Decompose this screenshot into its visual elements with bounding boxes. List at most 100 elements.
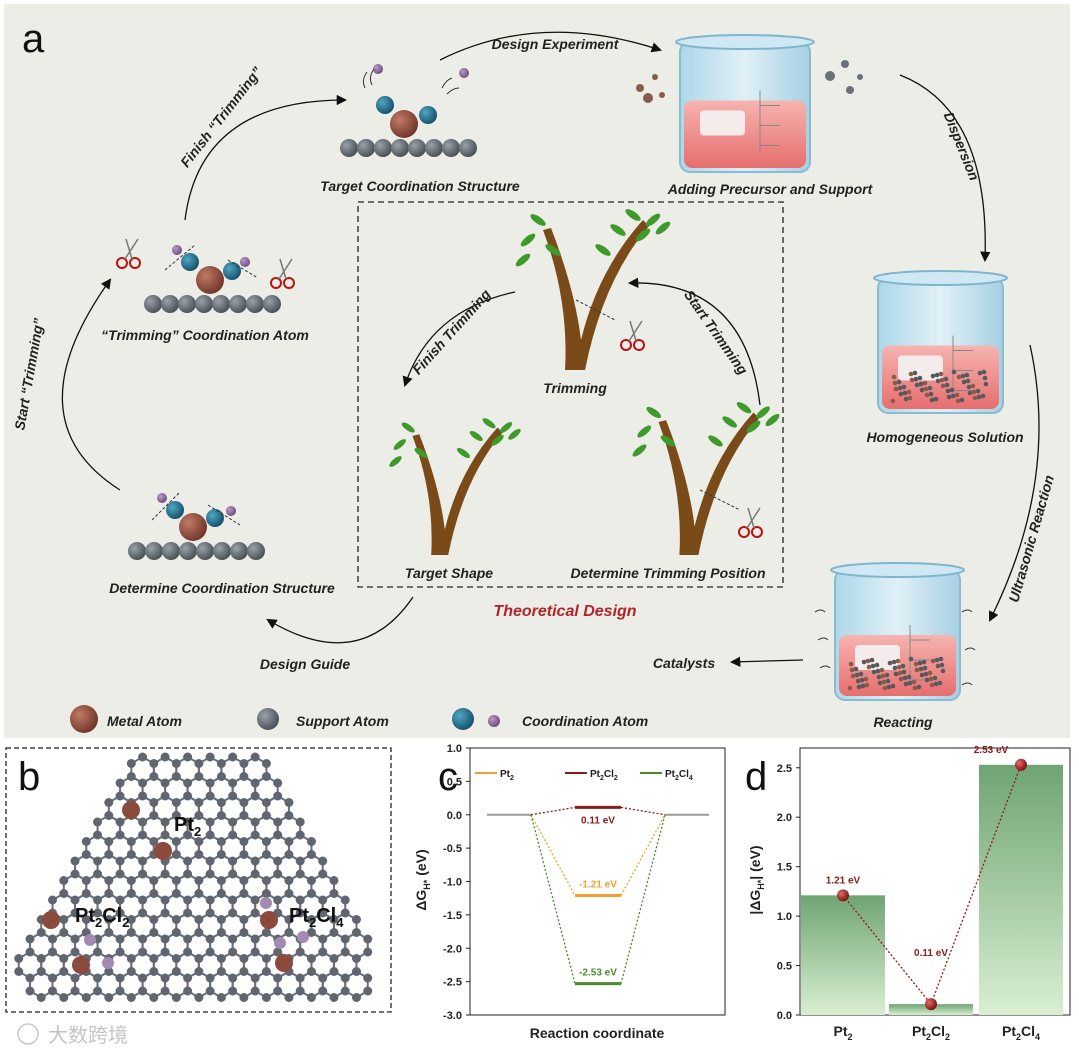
carbon-atom xyxy=(115,973,125,983)
carbon-atom xyxy=(183,973,193,983)
tree-leaf xyxy=(414,447,428,459)
carbon-atom xyxy=(284,915,294,924)
support-atom xyxy=(229,295,247,313)
carbon-atom xyxy=(273,869,283,879)
carbon-atom xyxy=(239,837,249,846)
dispersed-particle xyxy=(939,377,945,383)
carbon-atom xyxy=(48,973,58,983)
carbon-atom xyxy=(205,947,215,957)
dispersed-particle xyxy=(908,371,914,377)
tree-leaf xyxy=(655,221,671,235)
chart-c-value-label: 0.11 eV xyxy=(581,815,615,826)
carbon-atom xyxy=(216,837,226,846)
label-target-structure: Target Coordination Structure xyxy=(320,178,520,194)
carbon-atom xyxy=(81,915,91,924)
dispersed-particle xyxy=(855,678,861,684)
scale-marks xyxy=(909,625,930,681)
carbon-atom xyxy=(183,856,193,866)
dispersed-particle xyxy=(959,397,965,403)
dispersed-particle xyxy=(927,670,933,676)
cl-atom xyxy=(274,937,286,949)
arrow-start-trimming xyxy=(61,278,121,491)
carbon-atom xyxy=(340,908,350,918)
carbon-atom xyxy=(171,993,181,1002)
chart-c-connector xyxy=(530,814,576,984)
chart-c-connector xyxy=(620,814,666,984)
carbon-atom xyxy=(318,908,328,918)
carbon-atom xyxy=(160,778,170,788)
carbon-atom xyxy=(25,934,35,944)
support-atom xyxy=(178,295,196,313)
carbon-atom xyxy=(70,908,80,918)
carbon-atom xyxy=(149,798,159,807)
carbon-atom xyxy=(228,973,238,983)
carbon-atom xyxy=(194,811,204,820)
label-start-trimming-outer: Start “Trimming” xyxy=(11,317,46,431)
pt-atom xyxy=(275,954,293,972)
carbon-atom xyxy=(205,895,215,905)
scissors-icon xyxy=(278,258,293,280)
panel-b-box xyxy=(5,747,392,1013)
dispersed-particle xyxy=(928,676,934,682)
carbon-atom xyxy=(216,928,226,937)
carbon-atom xyxy=(194,993,204,1002)
carbon-atom xyxy=(261,759,271,768)
carbon-atom xyxy=(250,817,260,827)
chart-c: c Reaction coordinate ΔGH* (eV) 1.00.50.… xyxy=(413,743,726,1041)
carbon-atom xyxy=(340,986,350,996)
tree-leaf xyxy=(401,422,415,433)
dispersed-particle xyxy=(949,387,955,393)
carbon-atom xyxy=(138,778,148,788)
chart-d-category-label: Pt2 xyxy=(833,1023,852,1042)
coordination-atom xyxy=(223,262,241,280)
dispersed-particle xyxy=(950,393,956,399)
tree-leaf xyxy=(645,213,661,227)
dispersed-particle xyxy=(892,380,898,386)
carbon-atom xyxy=(261,811,271,820)
carbon-atom xyxy=(115,895,125,905)
carbon-atom xyxy=(261,993,271,1002)
carbon-atom xyxy=(104,876,114,885)
support-atom xyxy=(442,139,460,157)
dispersed-particle xyxy=(897,385,903,391)
carbon-atom xyxy=(329,928,339,937)
label-design-guide: Design Guide xyxy=(260,656,350,672)
dispersed-particle xyxy=(971,389,977,395)
tree-leaf xyxy=(389,456,402,467)
dispersed-particle xyxy=(886,684,892,690)
carbon-atom xyxy=(70,856,80,866)
carbon-atom xyxy=(273,973,283,983)
carbon-atom xyxy=(138,856,148,866)
carbon-atom xyxy=(160,973,170,983)
carbon-atom xyxy=(160,752,170,762)
carbon-atom xyxy=(239,772,249,781)
carbon-atom xyxy=(239,759,249,768)
dispersed-particle xyxy=(906,389,912,395)
scissors-icon xyxy=(116,257,128,269)
carbon-atom xyxy=(149,811,159,820)
chart-d-category-label: Pt2Cl4 xyxy=(1002,1023,1040,1042)
tree-leaf xyxy=(722,416,738,428)
carbon-atom xyxy=(115,986,125,996)
carbon-atom xyxy=(205,817,215,827)
dispersed-particle xyxy=(911,679,917,685)
carbon-atom xyxy=(160,908,170,918)
carbon-atom xyxy=(93,973,103,983)
carbon-atom xyxy=(104,928,114,937)
carbon-atom xyxy=(363,934,373,944)
dispersed-particle xyxy=(893,671,899,677)
legend-support-icon xyxy=(257,708,279,730)
carbon-atom xyxy=(295,973,305,983)
dispersed-particle xyxy=(869,657,875,663)
coordination-atom xyxy=(373,64,383,74)
chart-d: d |ΔGH*| (eV) 0.00.51.01.52.02.5 1.21 eV… xyxy=(745,745,1071,1042)
tree-leaf xyxy=(635,228,651,242)
label-pt2cl4: Pt2Cl4 xyxy=(289,905,344,930)
tree-leaf xyxy=(491,434,504,446)
dispersed-particle xyxy=(924,392,930,398)
carbon-atom xyxy=(70,934,80,944)
carbon-atom xyxy=(329,889,339,898)
chart-d-category-label: Pt2Cl2 xyxy=(912,1023,950,1042)
carbon-atom xyxy=(228,830,238,840)
